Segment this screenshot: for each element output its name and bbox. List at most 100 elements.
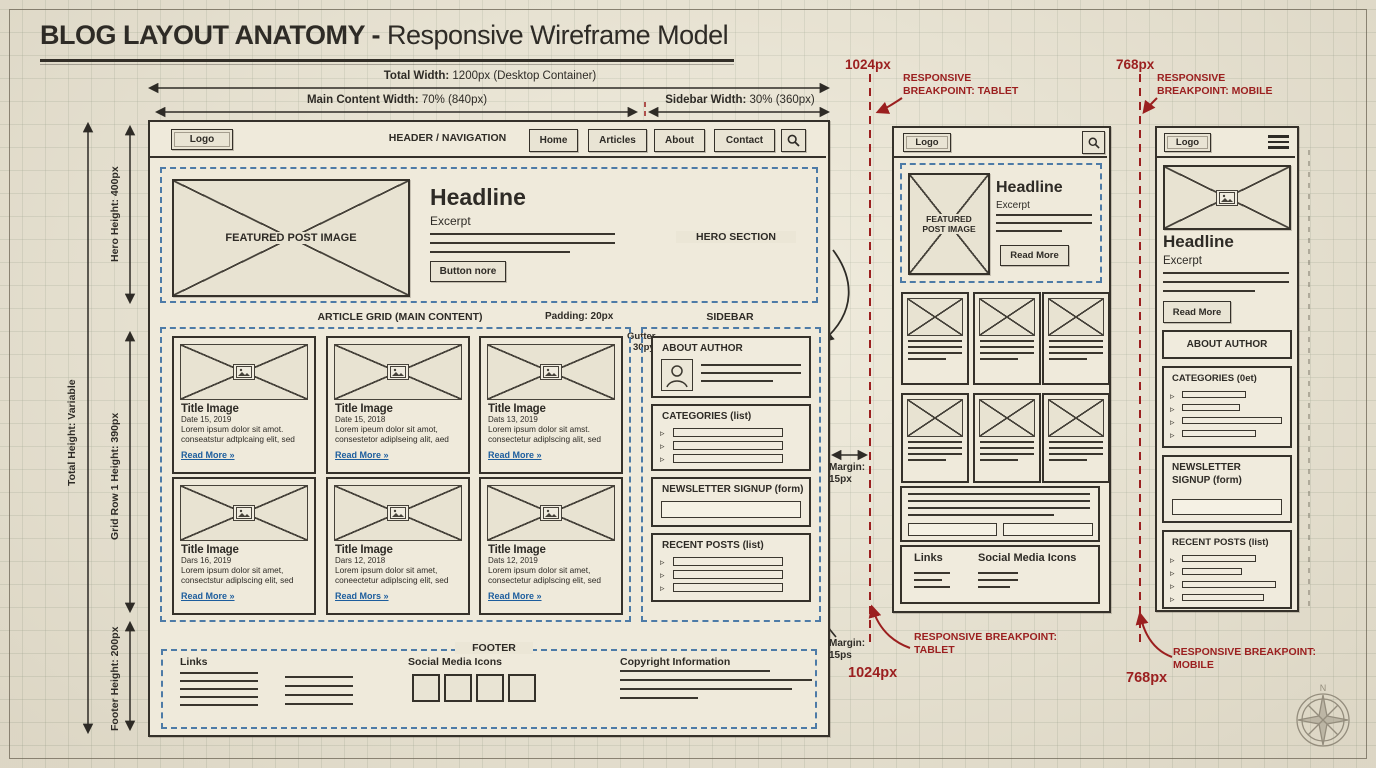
tablet-article-card [1042,393,1110,483]
read-more-link[interactable]: Read Mors » [335,590,389,601]
page-title-sub: Responsive Wireframe Model [380,20,729,50]
gutter-annotation-line2: 30py [633,342,655,353]
breakpoint-1024-top: 1024px [845,57,891,72]
hamburger-menu-icon[interactable] [1268,135,1289,149]
article-image-placeholder [334,344,462,400]
grid-row-height-dimension: Grid Row 1 Height: 390px [109,412,121,540]
mobile-read-more-button[interactable]: Read More [1163,301,1231,323]
social-icon-placeholder[interactable] [508,674,536,702]
read-more-link[interactable]: Read More » [335,449,389,460]
breakpoint-768-bottom: 768px [1126,670,1168,686]
compass-n-label: N [1320,683,1327,693]
category-item-bar[interactable] [673,428,783,437]
tablet-footer-line [914,579,942,581]
tablet-logo-button[interactable]: Logo [903,133,951,152]
mobile-recent-bar[interactable] [1182,594,1264,601]
mobile-featured-image-placeholder [1163,165,1291,230]
nav-about-button[interactable]: About [654,129,705,152]
tablet-footer-line [978,586,1010,588]
footer-label: FOOTER [455,642,533,654]
mobile-category-bar[interactable] [1182,391,1246,398]
mobile-text-line [1163,290,1255,292]
footer-link-line [180,680,258,682]
tablet-form-input[interactable] [1003,523,1093,536]
recent-post-bar[interactable] [673,570,783,579]
title-underline-shadow [40,64,734,65]
author-text-line [701,364,801,366]
article-body: Lorem ipsum dolor sit amet, consectstur … [181,565,294,585]
footer-copyright-title: Copyright Information [620,656,731,668]
footer-link-line [180,696,258,698]
tablet-search-button[interactable] [1082,131,1105,154]
nav-articles-button[interactable]: Articles [588,129,647,152]
photo-icon [233,505,255,521]
mobile-recent-bar[interactable] [1182,555,1256,562]
about-author-title: ABOUT AUTHOR [662,343,743,354]
hero-section-label: HERO SECTION [676,231,796,243]
sidebar-width-dimension: Sidebar Width: 30% (360px) [665,94,815,106]
read-more-link[interactable]: Read More » [488,590,542,601]
breakpoint-tablet-bottom-label: RESPONSIVE BREAKPOINT:TABLET [914,631,1057,656]
article-title: Title Image [181,403,239,415]
category-item-bar[interactable] [673,441,783,450]
nav-contact-button[interactable]: Contact [714,129,775,152]
mobile-recent-bar[interactable] [1182,581,1276,588]
desktop-logo-button[interactable]: Logo [171,129,233,150]
tablet-text-line [996,230,1062,232]
tablet-block-line [908,507,1090,509]
bullet-icon: ▹ [1170,594,1175,604]
hero-button[interactable]: Button nore [430,261,506,282]
recent-post-bar[interactable] [673,583,783,592]
mobile-category-bar[interactable] [1182,404,1240,411]
about-author-widget: ABOUT AUTHOR [651,336,811,398]
nav-home-button[interactable]: Home [529,129,578,152]
tablet-form-input[interactable] [908,523,997,536]
read-more-link[interactable]: Read More » [181,449,235,460]
mobile-recent-bar[interactable] [1182,568,1242,575]
tablet-card-line [1049,340,1103,342]
article-body: Lorem ipsum dolor sit amot. conseatstur … [181,424,295,444]
tablet-excerpt: Excerpt [996,200,1030,211]
tablet-card-line [1049,441,1103,443]
social-icon-placeholder[interactable] [476,674,504,702]
search-button[interactable] [781,129,806,152]
social-icon-placeholder[interactable] [412,674,440,702]
category-item-bar[interactable] [673,454,783,463]
mobile-category-bar[interactable] [1182,417,1282,424]
tablet-footer-line [978,579,1018,581]
bullet-icon: ▹ [1170,417,1175,427]
tablet-card-line [908,340,962,342]
mobile-category-bar[interactable] [1182,430,1256,437]
mobile-newsletter-input[interactable] [1172,499,1282,515]
footer-height-dimension: Footer Height: 200px [109,626,121,731]
tablet-footer-links-title: Links [914,552,943,564]
read-more-link[interactable]: Read More » [181,590,235,601]
title-underline [40,59,734,62]
photo-icon [540,505,562,521]
bullet-icon: ▹ [1170,430,1175,440]
bullet-icon: ▹ [1170,568,1175,578]
tablet-card-line [980,453,1034,455]
article-card: Title Image Dars 12, 2018 Lorem ipsum do… [326,477,470,615]
page-title-main: BLOG LAYOUT ANATOMY - [40,20,381,50]
mobile-text-line [1163,272,1289,274]
newsletter-input[interactable] [661,501,801,518]
photo-icon [387,505,409,521]
mobile-logo-button[interactable]: Logo [1164,133,1211,152]
author-text-line [701,372,801,374]
tablet-card-line [1049,459,1087,461]
read-more-link[interactable]: Read More » [488,449,542,460]
margin-right-annotation-2: 15px [829,474,852,485]
recent-post-bar[interactable] [673,557,783,566]
mobile-headline: Headline [1163,232,1234,251]
newsletter-title: NEWSLETTER SIGNUP (form) [662,484,804,495]
tablet-article-card [901,393,969,483]
total-width-dimension: Total Width: 1200px (Desktop Container) [383,70,597,82]
article-body: Lorem ipeum dolor sit amot, consestetor … [335,424,449,444]
social-icon-placeholder[interactable] [444,674,472,702]
tablet-read-more-button[interactable]: Read More [1000,245,1069,266]
tablet-card-line [908,352,962,354]
article-date: Dats 13, 2019 [488,415,538,424]
